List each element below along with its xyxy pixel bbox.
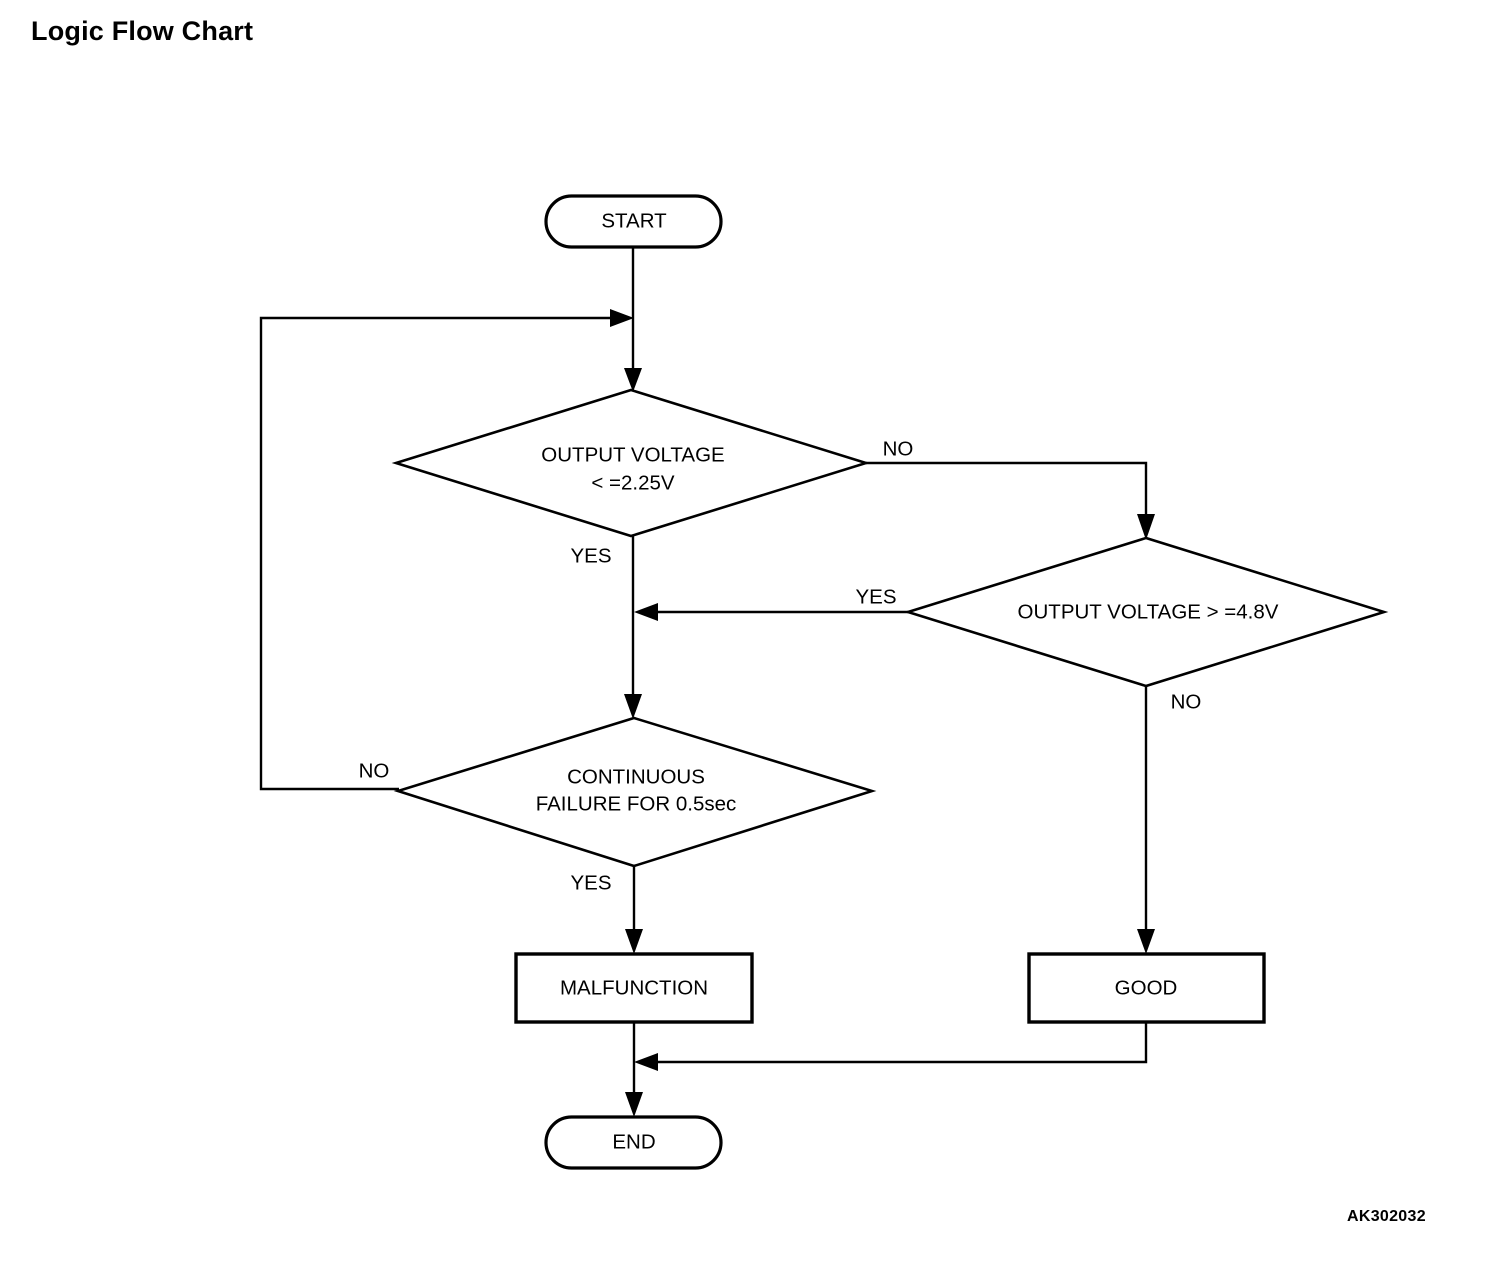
- edge-label-decision-continuous-no: NO: [359, 759, 390, 782]
- arrow-head-icon: [1137, 929, 1155, 954]
- node-decision-output-voltage-low[interactable]: OUTPUT VOLTAGE < =2.25V: [391, 388, 871, 538]
- decision-high-label-line1: OUTPUT VOLTAGE > =4.8V: [1018, 600, 1279, 623]
- decision-continuous-label-line2: FAILURE FOR 0.5sec: [536, 792, 737, 815]
- node-start[interactable]: START: [544, 194, 723, 249]
- edge-label-decision-low-yes: YES: [570, 544, 611, 567]
- good-box-shape: [1027, 952, 1266, 1024]
- edge-label-decision-low-no: NO: [883, 437, 914, 460]
- decision-continuous-label-line1: CONTINUOUS: [567, 765, 705, 788]
- malfunction-box-shape: [514, 952, 754, 1024]
- decision-low-label-line2: < =2.25V: [591, 471, 675, 494]
- end-label: END: [612, 1130, 655, 1153]
- arrow-head-icon: [624, 694, 642, 719]
- arrow-head-icon: [625, 929, 643, 954]
- decision-low-diamond-shape: [391, 388, 871, 538]
- node-decision-continuous-failure[interactable]: CONTINUOUS FAILURE FOR 0.5sec: [393, 716, 877, 868]
- edge-decision-high-no: [1137, 686, 1155, 954]
- decision-continuous-diamond-shape: [393, 716, 877, 868]
- arrow-head-icon: [1137, 514, 1155, 540]
- decision-low-label-line1: OUTPUT VOLTAGE: [541, 443, 724, 466]
- edge-decision-low-no: [866, 461, 1155, 540]
- edge-continuous-no-loopback: [259, 309, 634, 791]
- edge-decision-continuous-yes: [625, 866, 643, 954]
- end-terminator-shape: [544, 1115, 723, 1170]
- arrow-head-icon: [625, 1092, 643, 1117]
- arrow-head-icon: [610, 309, 634, 327]
- node-end[interactable]: END: [544, 1115, 723, 1170]
- edge-label-decision-high-yes: YES: [855, 585, 896, 608]
- start-label: START: [601, 209, 667, 232]
- arrow-head-icon: [624, 368, 642, 392]
- arrow-head-icon: [634, 603, 658, 621]
- edge-good-to-end: [634, 1022, 1148, 1071]
- node-good[interactable]: GOOD: [1027, 952, 1266, 1024]
- edge-decision-low-yes: [624, 536, 642, 719]
- edge-label-decision-high-no: NO: [1171, 690, 1202, 713]
- malfunction-label: MALFUNCTION: [560, 976, 708, 999]
- edge-malfunction-to-end: [625, 1022, 643, 1117]
- node-malfunction[interactable]: MALFUNCTION: [514, 952, 754, 1024]
- figure-code-label: AK302032: [1347, 1208, 1426, 1225]
- node-decision-output-voltage-high[interactable]: OUTPUT VOLTAGE > =4.8V: [903, 536, 1389, 688]
- edge-label-decision-continuous-yes: YES: [570, 871, 611, 894]
- edge-start-to-decision-low: [624, 247, 642, 392]
- decision-high-diamond-shape: [903, 536, 1389, 688]
- good-label: GOOD: [1115, 976, 1178, 999]
- page-title: Logic Flow Chart: [31, 16, 254, 46]
- start-terminator-shape: [544, 194, 723, 249]
- edge-decision-high-yes: [634, 603, 928, 621]
- arrow-head-icon: [634, 1053, 658, 1071]
